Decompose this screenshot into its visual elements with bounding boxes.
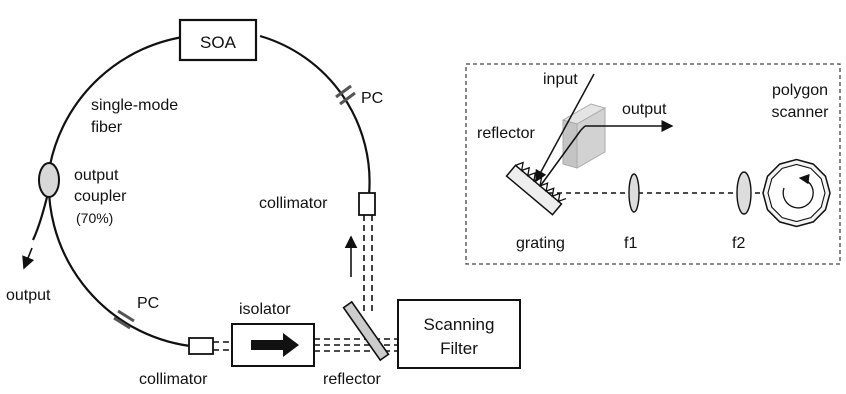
isolator-label: isolator	[239, 301, 291, 318]
collimator-bottom	[188, 337, 214, 355]
soa-box	[178, 18, 258, 62]
collimator-right-label: collimator	[259, 195, 328, 212]
inset-f1-label: f1	[624, 235, 637, 252]
scanning-filter-box	[397, 299, 521, 369]
scanning-filter-line1: Scanning	[424, 315, 495, 334]
reflector-bottom-label: reflector	[323, 371, 381, 388]
inset-output-label: output	[622, 101, 667, 118]
polygon-label-line2: scanner	[772, 104, 830, 121]
coupler-label-line1: output	[74, 167, 119, 184]
rotation-arrow-icon	[782, 173, 814, 209]
inset-input-beam	[535, 73, 595, 183]
fiber-ring-right	[259, 34, 371, 196]
fiber-label-line2: fiber	[91, 119, 123, 136]
isolator-arrow-icon	[251, 333, 299, 357]
output-fiber	[32, 196, 49, 241]
inset-grating-label: grating	[516, 235, 565, 252]
pc-bottom-label: PC	[137, 295, 159, 312]
inset-input-label: input	[543, 71, 578, 88]
tilted-reflector	[342, 300, 390, 362]
polygon-label-line1: polygon	[772, 82, 828, 99]
inset-lens-f2	[736, 171, 752, 215]
output-arrow	[22, 247, 35, 270]
pc-top-label: PC	[361, 90, 383, 107]
inset-f2-label: f2	[732, 235, 745, 252]
polarization-controller-bottom	[113, 316, 131, 330]
fiber-label-line1: single-mode	[91, 97, 178, 114]
inset-reflector-label: reflector	[477, 125, 535, 142]
output-left-label: output	[6, 287, 51, 304]
scanning-filter-line2: Filter	[440, 339, 478, 358]
collimator-right	[358, 192, 376, 216]
collimator-bottom-label: collimator	[139, 371, 208, 388]
coupler-label-line2: coupler	[74, 188, 127, 205]
polarization-controller-bottom-2	[117, 309, 135, 323]
inset-prism-reflector	[561, 103, 607, 169]
output-coupler	[38, 162, 60, 198]
inset-lens-f1	[628, 173, 640, 213]
coupler-ratio: (70%)	[76, 210, 113, 226]
inset-polygon-scanner	[762, 158, 831, 228]
free-space-beam-vertical	[363, 215, 373, 312]
inset-return-beam-1	[540, 129, 582, 186]
polarization-controller-top	[335, 84, 352, 99]
inset-grating	[505, 161, 567, 216]
inset-return-beam-2	[580, 125, 586, 131]
soa-label: SOA	[200, 33, 237, 52]
polarization-controller-top-2	[339, 91, 356, 106]
